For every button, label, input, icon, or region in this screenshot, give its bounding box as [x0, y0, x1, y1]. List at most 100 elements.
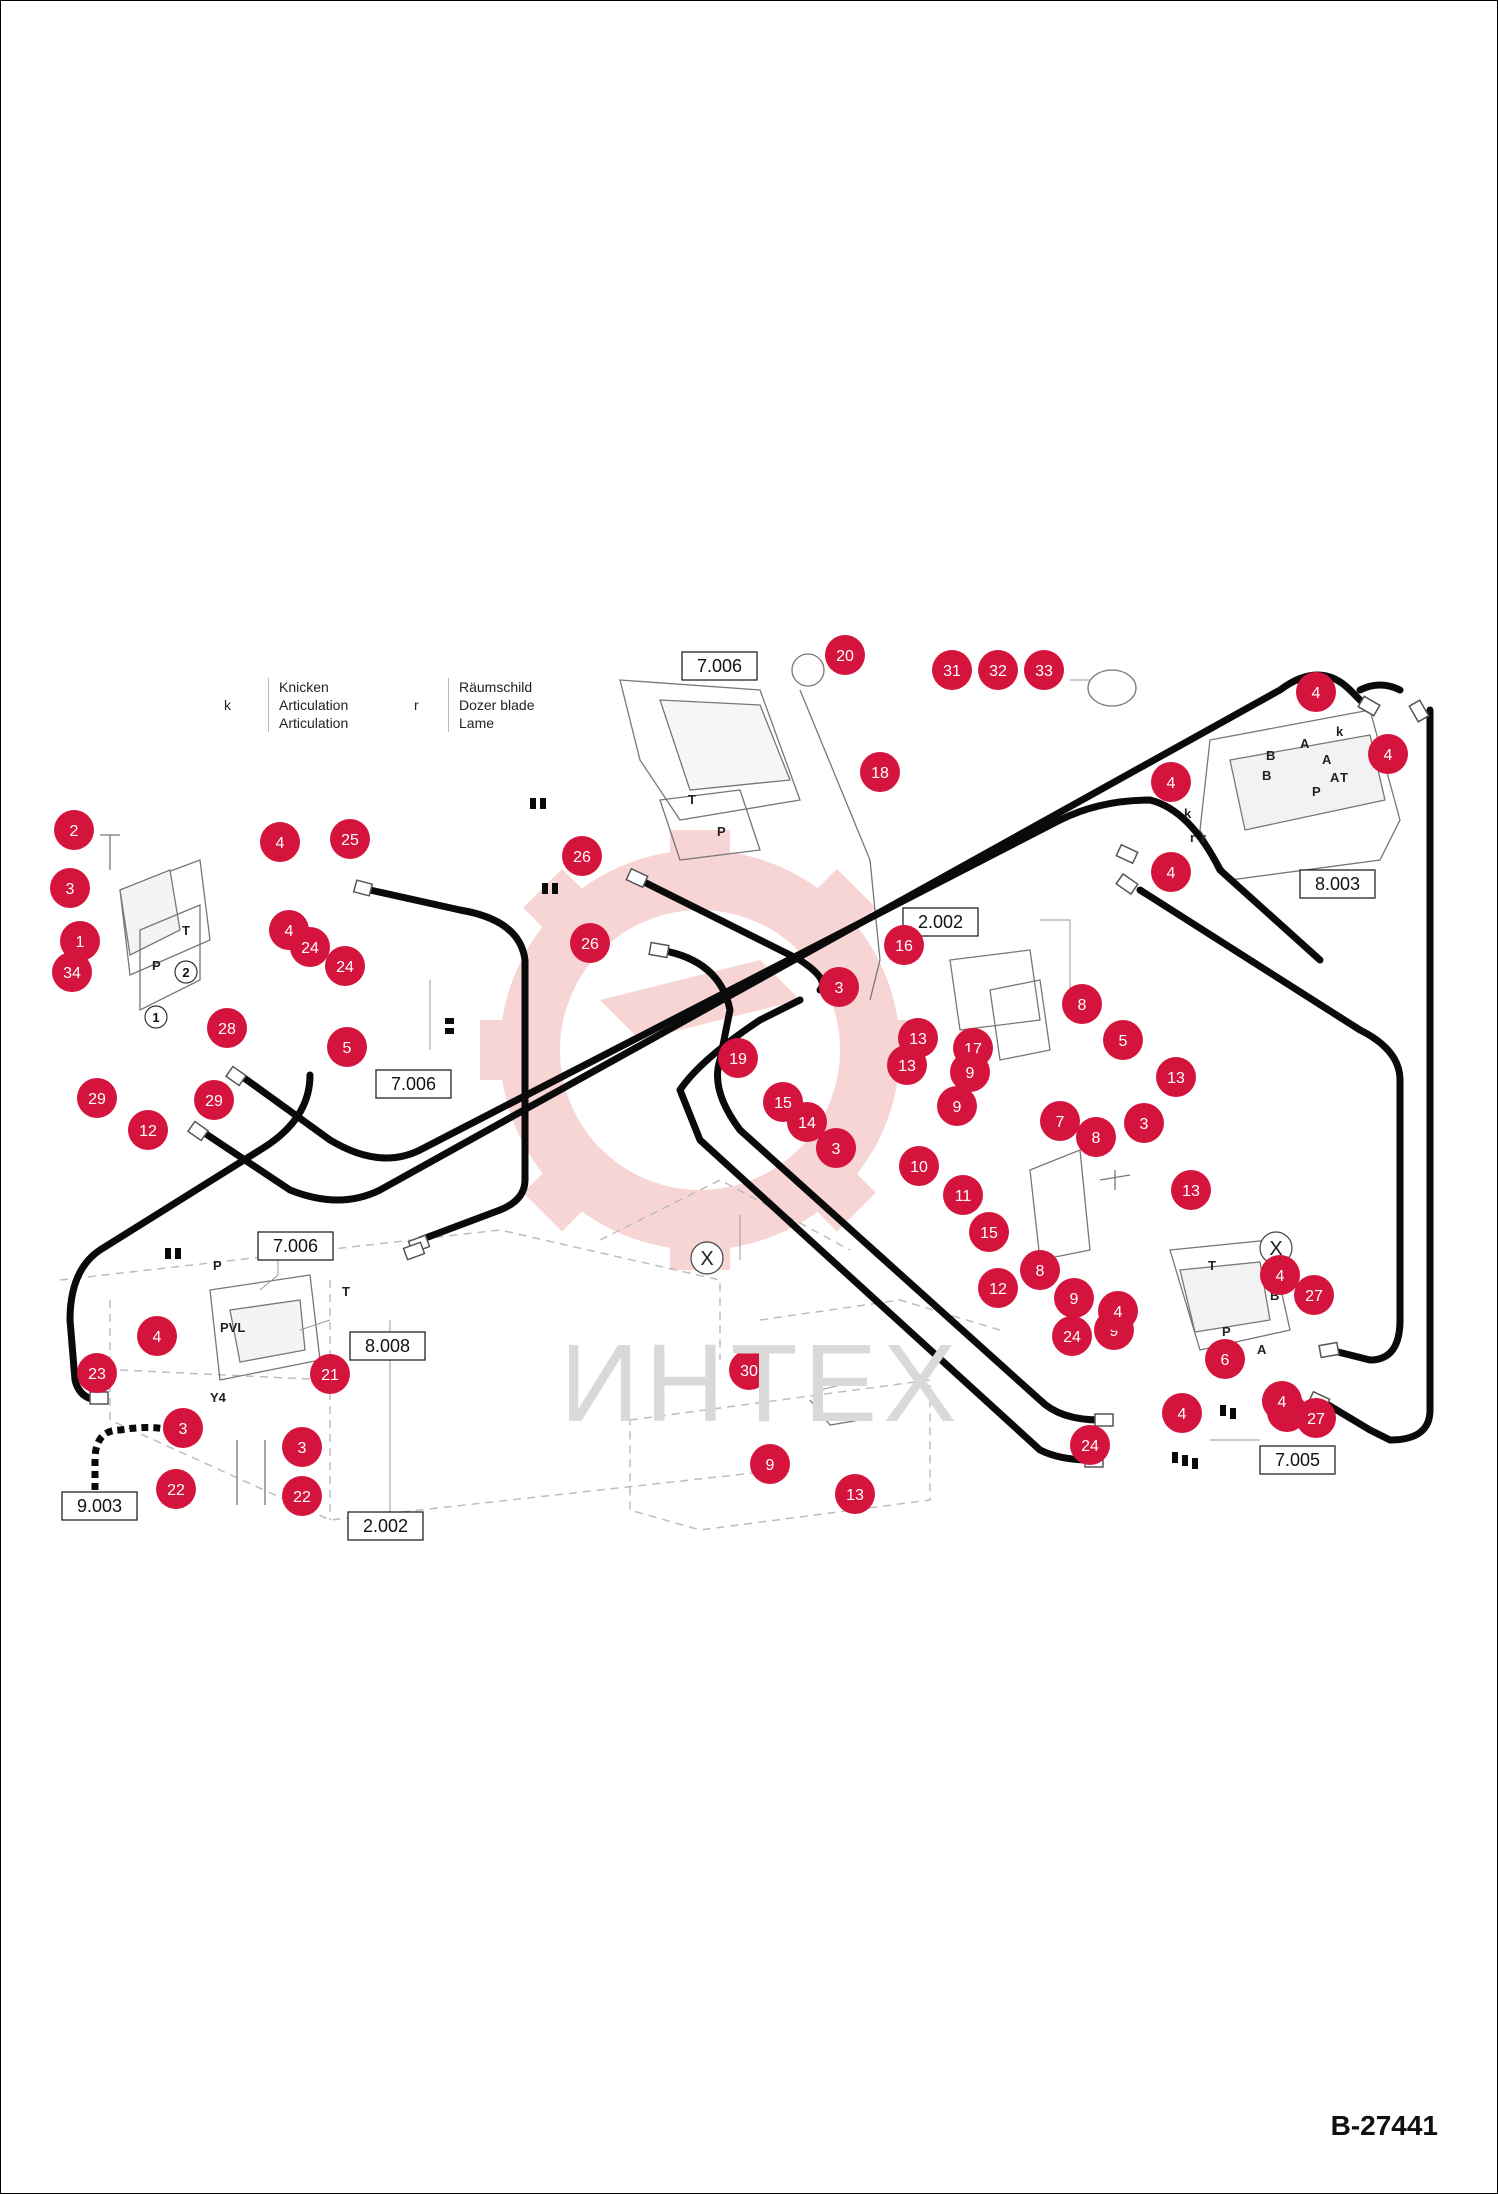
ref-box-label: 2.002	[363, 1516, 408, 1536]
port-label: k	[1184, 806, 1192, 821]
callout-number: 24	[1063, 1329, 1081, 1346]
callout-number: 26	[581, 936, 599, 953]
callout-number: 11	[955, 1188, 972, 1205]
legend-dozer: r Räumschild Dozer blade Lame	[412, 678, 572, 738]
ref-box: 7.006	[375, 1069, 452, 1099]
callout-badge: 16	[884, 925, 924, 965]
callout-number: 33	[1035, 663, 1053, 680]
callout-number: 13	[909, 1031, 927, 1048]
callout-badge: 20	[825, 635, 865, 675]
port-label: Y4	[210, 1390, 227, 1405]
callout-number: 4	[1167, 865, 1176, 882]
callout-number: 2	[70, 823, 79, 840]
callout-number: 3	[66, 881, 75, 898]
callout-badge: 33	[1024, 650, 1064, 690]
callout-badge: 4	[137, 1316, 177, 1356]
callout-badge: 27	[1296, 1398, 1336, 1438]
port-label: A	[1300, 736, 1310, 751]
callout-badge: 9	[1054, 1278, 1094, 1318]
callout-number: 25	[341, 832, 359, 849]
legend-dozer-fr: Lame	[459, 715, 495, 731]
callout-badge: 24	[290, 927, 330, 967]
callout-number: 24	[1081, 1438, 1099, 1455]
callout-number: 3	[179, 1421, 188, 1438]
electric-cable	[91, 1424, 171, 1490]
callout-badge: 11	[943, 1175, 983, 1215]
callout-number: 5	[343, 1040, 352, 1057]
callout-number: 28	[218, 1021, 236, 1038]
callout-badge: 24	[1070, 1425, 1110, 1465]
callout-badge: 15	[969, 1212, 1009, 1252]
port-label: k	[1336, 724, 1344, 739]
callout-number: 27	[1307, 1411, 1325, 1428]
ref-box-label: 7.006	[273, 1236, 318, 1256]
legend-dozer-en: Dozer blade	[459, 697, 535, 713]
callout-badge: 25	[330, 819, 370, 859]
callout-badge: 19	[718, 1038, 758, 1078]
callout-badge: 22	[156, 1469, 196, 1509]
callout-badge: 9	[750, 1444, 790, 1484]
callout-number: 9	[953, 1099, 962, 1116]
callout-badge: 8	[1076, 1117, 1116, 1157]
callout-badge: 4	[1162, 1393, 1202, 1433]
callout-badge: 4	[1262, 1381, 1302, 1421]
callout-badge: 4	[260, 822, 300, 862]
callout-number: 9	[966, 1065, 975, 1082]
ref-box-label: 7.005	[1275, 1450, 1320, 1470]
callout-number: 6	[1221, 1352, 1230, 1369]
callout-badge: 3	[282, 1427, 322, 1467]
port-label: r	[1201, 830, 1206, 845]
ref-box: 7.005	[1259, 1445, 1336, 1475]
ref-box: 7.006	[681, 651, 758, 681]
watermark-logo	[480, 830, 920, 1270]
callout-badge: 5	[1103, 1020, 1143, 1060]
callout-number: 4	[1178, 1406, 1187, 1423]
hose-fittings	[89, 695, 1430, 1468]
x-marker-label: X	[1269, 1238, 1282, 1260]
callout-number: 4	[153, 1329, 162, 1346]
callout-badge: 13	[1156, 1057, 1196, 1097]
port-label: P	[152, 958, 161, 973]
callout-badge: 26	[570, 923, 610, 963]
continuation-marks	[165, 798, 1236, 1469]
callout-badge: 21	[310, 1354, 350, 1394]
callout-number: 12	[139, 1123, 157, 1140]
callout-number: 8	[1036, 1263, 1045, 1280]
callout-number: 12	[989, 1281, 1007, 1298]
callout-badge: 4	[1368, 734, 1408, 774]
port-label: B	[1262, 768, 1271, 783]
callout-badge: 29	[194, 1080, 234, 1120]
callout-badge: 9	[937, 1086, 977, 1126]
callout-badge: 10	[899, 1146, 939, 1186]
callout-number: 13	[1182, 1183, 1200, 1200]
callout-number: 24	[301, 940, 319, 957]
callout-number: 9	[766, 1457, 775, 1474]
watermark-text: ИНТЕХ	[560, 1322, 963, 1445]
callout-number: 7	[1056, 1114, 1065, 1131]
port-label: A	[1322, 752, 1332, 767]
port-label: T	[1340, 770, 1348, 785]
port-label: T	[688, 792, 696, 807]
reference-boxes: 7.0068.0032.0027.0067.0068.0089.0032.002…	[61, 651, 1376, 1541]
port-marker-label: 2	[182, 965, 189, 980]
callout-number: 4	[1114, 1304, 1123, 1321]
legend-articulation-en: Articulation	[279, 697, 349, 713]
callout-number: 29	[205, 1093, 223, 1110]
port-label: r	[1190, 830, 1195, 845]
callout-number: 15	[774, 1095, 792, 1112]
callout-badge: 4	[1151, 852, 1191, 892]
callout-badge: 13	[835, 1474, 875, 1514]
callout-badge: 23	[77, 1353, 117, 1393]
callout-badge: 3	[816, 1128, 856, 1168]
callout-number: 22	[167, 1482, 185, 1499]
callout-badge: 8	[1020, 1250, 1060, 1290]
callout-number: 29	[88, 1091, 106, 1108]
port-marker-label: 1	[152, 1010, 159, 1025]
port-label: T	[342, 1284, 350, 1299]
callout-number: 4	[1312, 685, 1321, 702]
callout-badge: 3	[819, 967, 859, 1007]
circle-markers: 12	[144, 960, 198, 1029]
